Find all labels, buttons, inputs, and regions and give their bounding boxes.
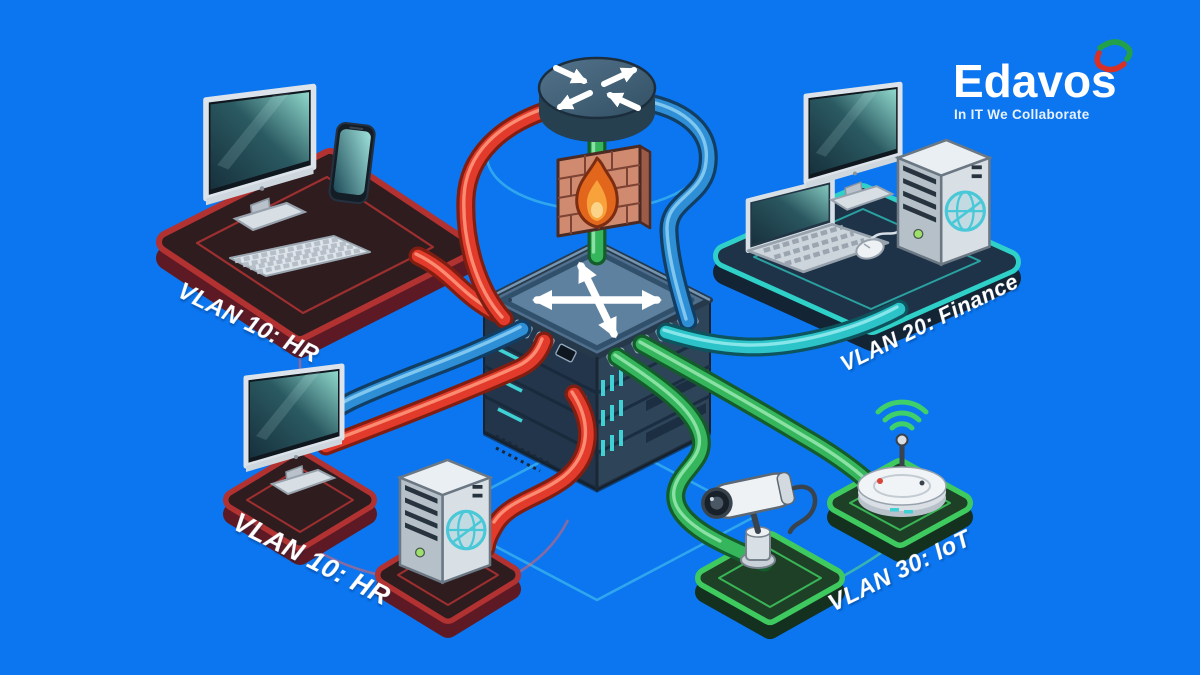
platform-vlan10-bottom-monitor [223,449,377,565]
wifi-icon [875,399,929,431]
desktop-tower-icon [396,458,494,585]
desktop-tower-icon [894,138,993,267]
logo-swoosh-icon [1094,39,1133,73]
smartphone-icon [328,122,376,205]
laptop-icon [745,177,890,274]
desktop-monitor-icon [203,83,317,232]
firewall-icon [556,144,652,238]
globe-icon [944,190,986,232]
finance-devices [745,81,993,274]
cable-red-router [456,97,567,329]
globe-icon [445,509,487,551]
desktop-monitor-icon [803,81,903,211]
switch-arrows-icon [531,261,663,339]
cable-red-hr-bottom-monitor [316,331,554,456]
hr-bottom-devices [243,363,494,585]
logo: Edavos In IT We Collaborate [953,39,1133,122]
platform-vlan30-camera [695,531,845,639]
keyboard-icon [229,235,371,277]
logo-tagline: In IT We Collaborate [954,107,1090,122]
mouse-icon [855,229,901,260]
cctv-camera-icon [701,471,818,569]
cable-blue-router [629,91,718,331]
iot-hub-icon [857,399,947,517]
iot-devices [701,399,947,569]
hr-top-devices [203,83,376,277]
cable-teal-finance [656,299,909,357]
desktop-monitor-icon [243,363,345,496]
cable-green-camera [607,347,774,572]
router-icon [537,56,657,142]
logo-wordmark: Edavos [953,55,1117,107]
cable-green-hub [632,334,874,488]
